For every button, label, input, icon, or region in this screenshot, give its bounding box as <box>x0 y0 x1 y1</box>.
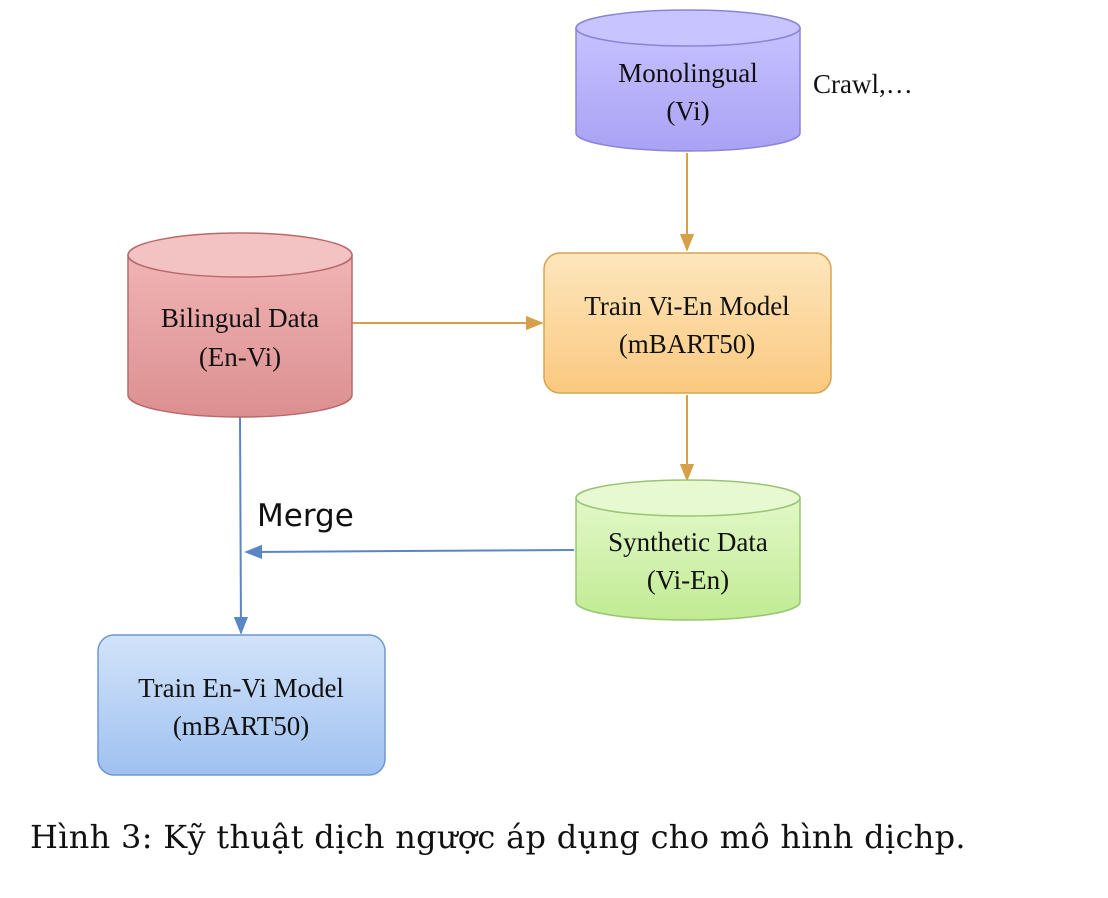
monolingual-sublabel: (Vi) <box>666 96 709 126</box>
monolingual-vi-database: Monolingual (Vi) <box>575 9 801 152</box>
synthetic-sublabel: (Vi-En) <box>647 565 729 595</box>
connectors <box>233 153 695 635</box>
crawl-annotation: Crawl,… <box>813 69 913 99</box>
train-vi-en-sublabel: (mBART50) <box>619 329 755 359</box>
synthetic-data-database: Synthetic Data (Vi-En) <box>575 479 801 621</box>
train-en-vi-sublabel: (mBART50) <box>173 711 309 741</box>
merge-label: Merge <box>257 498 354 534</box>
monolingual-label: Monolingual <box>618 58 758 88</box>
arrow-bilingual-to-train-en-vi <box>233 416 249 635</box>
figure-caption: Hình 3: Kỹ thuật dịch ngược áp dụng cho … <box>30 818 966 856</box>
bilingual-label: Bilingual Data <box>161 303 319 333</box>
bilingual-data-database: Bilingual Data (En-Vi) <box>127 232 353 418</box>
train-en-vi-model-box: Train En-Vi Model (mBART50) <box>97 634 386 776</box>
bilingual-sublabel: (En-Vi) <box>199 342 281 372</box>
arrow-synthetic-to-merge <box>244 544 575 560</box>
train-vi-en-label: Train Vi-En Model <box>584 291 789 321</box>
synthetic-label: Synthetic Data <box>608 527 768 557</box>
train-en-vi-label: Train En-Vi Model <box>138 673 344 703</box>
train-vi-en-model-box: Train Vi-En Model (mBART50) <box>543 252 832 394</box>
